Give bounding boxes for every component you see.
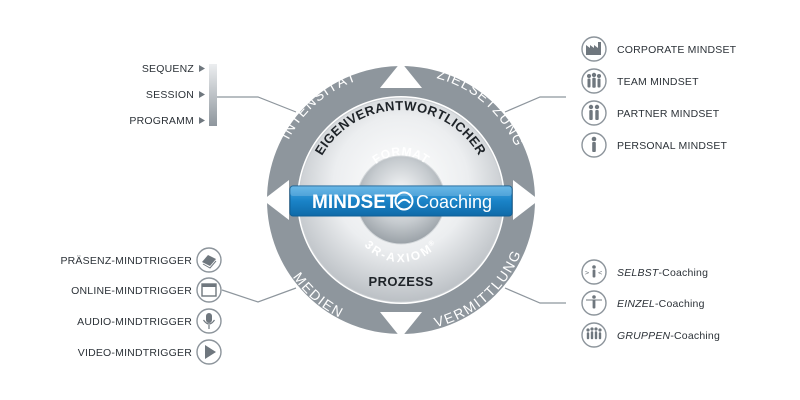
intensity-item-session: SESSION xyxy=(146,89,194,101)
goal-label: PARTNER MINDSET xyxy=(617,108,720,120)
connector-lines xyxy=(215,96,566,304)
media-item-audio: AUDIO-MINDTRIGGER xyxy=(77,308,222,334)
partner-icon xyxy=(588,104,600,120)
connector-intensity xyxy=(215,96,297,113)
media-label: VIDEO-MINDTRIGGER xyxy=(78,347,192,359)
goal-label: PERSONAL MINDSET xyxy=(617,140,728,152)
brand-mindset-text: MINDSET xyxy=(312,192,398,213)
intensity-item-program: PROGRAMM xyxy=(129,115,194,127)
pointer-left xyxy=(263,180,289,220)
goal-list: CORPORATE MINDSET TEAM MINDSET PARTNER M… xyxy=(581,36,737,158)
goal-item-partner: PARTNER MINDSET xyxy=(581,100,720,126)
delivery-item-group: GRUPPEN-Coaching xyxy=(581,322,720,348)
self-coaching-icon: > < xyxy=(585,265,602,278)
team-icon xyxy=(587,72,601,88)
book-icon xyxy=(202,255,217,269)
icon-frame xyxy=(581,100,607,126)
process-label: PROZESS xyxy=(369,274,434,289)
ring-pointers xyxy=(263,62,539,338)
intensity-item-sequence: SEQUENZ xyxy=(142,63,195,75)
media-item-online: ONLINE-MINDTRIGGER xyxy=(71,277,222,303)
browser-icon xyxy=(201,283,217,297)
arrow-right-icon xyxy=(199,117,205,124)
icon-frame xyxy=(581,322,607,348)
delivery-item-self: > < SELBST-Coaching xyxy=(581,259,708,285)
microphone-icon xyxy=(203,313,215,329)
intensity-scale-bar xyxy=(209,64,217,126)
arrow-right-icon xyxy=(199,91,205,98)
icon-frame xyxy=(196,277,222,303)
media-label: AUDIO-MINDTRIGGER xyxy=(77,316,192,328)
pointer-bottom xyxy=(380,312,422,338)
goal-label: TEAM MINDSET xyxy=(617,76,699,88)
connector-delivery xyxy=(504,287,566,304)
goal-label: CORPORATE MINDSET xyxy=(617,44,737,56)
goal-item-personal: PERSONAL MINDSET xyxy=(581,132,728,158)
media-label: ONLINE-MINDTRIGGER xyxy=(71,285,192,297)
delivery-list: > < SELBST-Coaching EINZEL-Coaching xyxy=(581,259,720,348)
delivery-label: GRUPPEN-Coaching xyxy=(617,330,720,342)
brand-coaching-text: Coaching xyxy=(416,192,492,212)
pointer-right xyxy=(513,180,539,220)
connector-goal xyxy=(504,96,566,113)
person-icon xyxy=(591,136,597,152)
play-icon xyxy=(205,345,216,359)
media-item-video: VIDEO-MINDTRIGGER xyxy=(78,339,222,365)
pointer-top xyxy=(380,62,422,88)
group-coaching-icon xyxy=(586,327,602,340)
svg-text:>: > xyxy=(585,269,589,277)
delivery-label: SELBST-Coaching xyxy=(617,267,708,279)
svg-text:<: < xyxy=(598,269,602,277)
factory-icon xyxy=(586,42,601,55)
goal-item-corporate: CORPORATE MINDSET xyxy=(581,36,737,62)
arrow-right-icon xyxy=(199,65,205,72)
intensity-list: SEQUENZ SESSION PROGRAMM xyxy=(129,63,217,127)
delivery-label: EINZEL-Coaching xyxy=(617,298,705,310)
single-coaching-icon xyxy=(586,295,602,309)
brand-band: MINDSET Coaching xyxy=(289,185,513,217)
media-item-presence: PRÄSENZ-MINDTRIGGER xyxy=(60,247,222,273)
brand-swirl-icon xyxy=(394,191,414,211)
media-list: PRÄSENZ-MINDTRIGGER ONLINE-MINDTRIGGER A… xyxy=(60,247,222,365)
media-label: PRÄSENZ-MINDTRIGGER xyxy=(60,255,192,267)
goal-item-team: TEAM MINDSET xyxy=(581,68,699,94)
delivery-item-single: EINZEL-Coaching xyxy=(581,290,705,316)
connector-media xyxy=(221,287,297,303)
format-label: FORMAT xyxy=(370,144,433,166)
